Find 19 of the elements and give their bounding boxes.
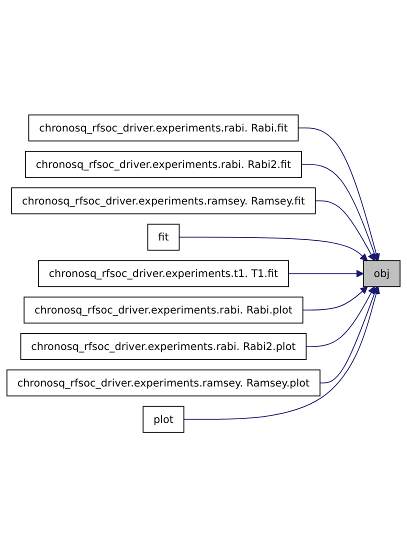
arrow	[314, 200, 375, 261]
node-box: fit	[147, 224, 180, 250]
node-box: chronosq_rfsoc_driver.experiments.rabi. Rabi2.fit	[25, 150, 302, 178]
node-box: chronosq_rfsoc_driver.experiments.rabi. Rabi.plot	[24, 296, 304, 324]
arrow	[306, 286, 375, 347]
arrow	[320, 286, 378, 384]
node-box: chronosq_rfsoc_driver.experiments.ramsey. Ramsey.plot	[6, 369, 320, 396]
arrow	[301, 164, 378, 261]
arrow	[288, 270, 364, 278]
arrow	[178, 236, 368, 261]
node-box: chronosq_rfsoc_driver.experiments.rabi. Rabi2.plot	[20, 332, 307, 360]
arrow	[183, 286, 380, 420]
node-box: chronosq_rfsoc_driver.experiments.t1. T1.fit	[38, 260, 289, 287]
node-box: plot	[142, 406, 184, 433]
node-box: obj	[362, 260, 400, 287]
arrow	[298, 127, 380, 261]
node-box: chronosq_rfsoc_driver.experiments.rabi. Rabi.fit	[28, 114, 299, 142]
arrow	[302, 286, 368, 310]
node-box: chronosq_rfsoc_driver.experiments.ramsey. Ramsey.fit	[11, 187, 316, 214]
